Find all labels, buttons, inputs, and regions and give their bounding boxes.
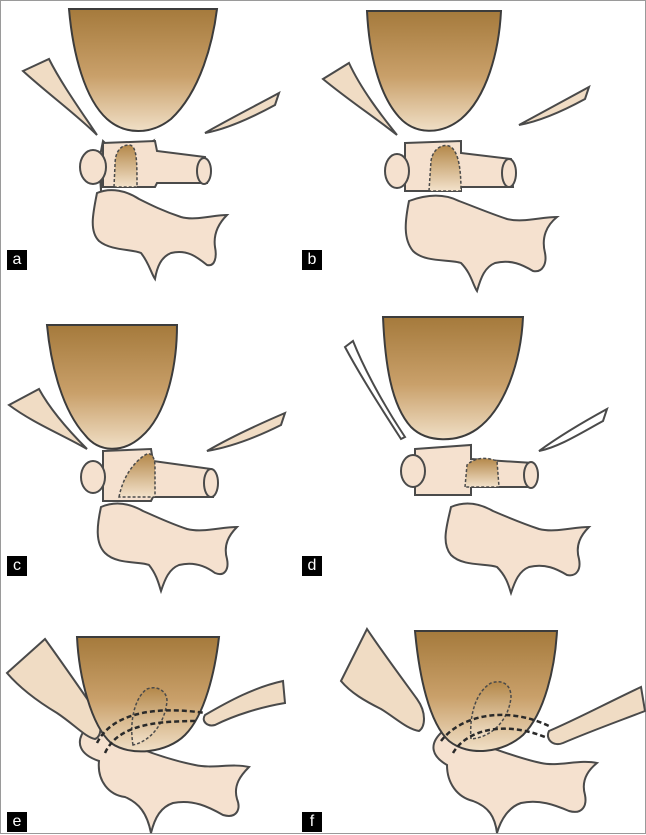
right-blade: [205, 93, 279, 133]
left-ellipse: [80, 150, 106, 184]
right-blade: [548, 687, 645, 744]
panel-b-drawing: [323, 11, 589, 291]
right-ellipse: [204, 469, 218, 497]
panel-label-a: a: [7, 250, 27, 270]
dural-sac: [367, 11, 501, 131]
vertebral-body: [98, 504, 237, 591]
panel-label-e: e: [7, 812, 27, 832]
dural-sac: [383, 317, 523, 439]
vertebral-body: [406, 196, 557, 291]
panel-e-drawing: [7, 637, 285, 833]
left-blade: [341, 629, 424, 731]
left-ellipse: [385, 154, 409, 188]
panel-label-c: c: [7, 556, 27, 576]
right-blade: [204, 681, 285, 725]
dural-sac: [69, 9, 217, 131]
panel-d-drawing: [345, 317, 607, 593]
vertebral-body: [93, 190, 227, 279]
right-ellipse: [524, 462, 538, 488]
right-ellipse: [502, 159, 516, 187]
panel-c-drawing: [9, 325, 285, 591]
panel-f-drawing: [341, 629, 645, 833]
right-blade: [539, 409, 607, 451]
right-ellipse: [197, 158, 211, 184]
panel-a-drawing: [23, 9, 279, 279]
right-blade: [207, 413, 285, 451]
vertebral-body: [446, 504, 589, 593]
right-blade: [519, 87, 589, 125]
shaded-region: [114, 145, 137, 187]
panel-label-d: d: [302, 556, 322, 576]
left-ellipse: [81, 461, 105, 493]
panel-label-f: f: [302, 812, 322, 832]
panel-label-b: b: [302, 250, 322, 270]
left-ellipse: [401, 455, 425, 487]
pedicle-bar: [103, 449, 213, 501]
shaded-region: [465, 458, 499, 487]
